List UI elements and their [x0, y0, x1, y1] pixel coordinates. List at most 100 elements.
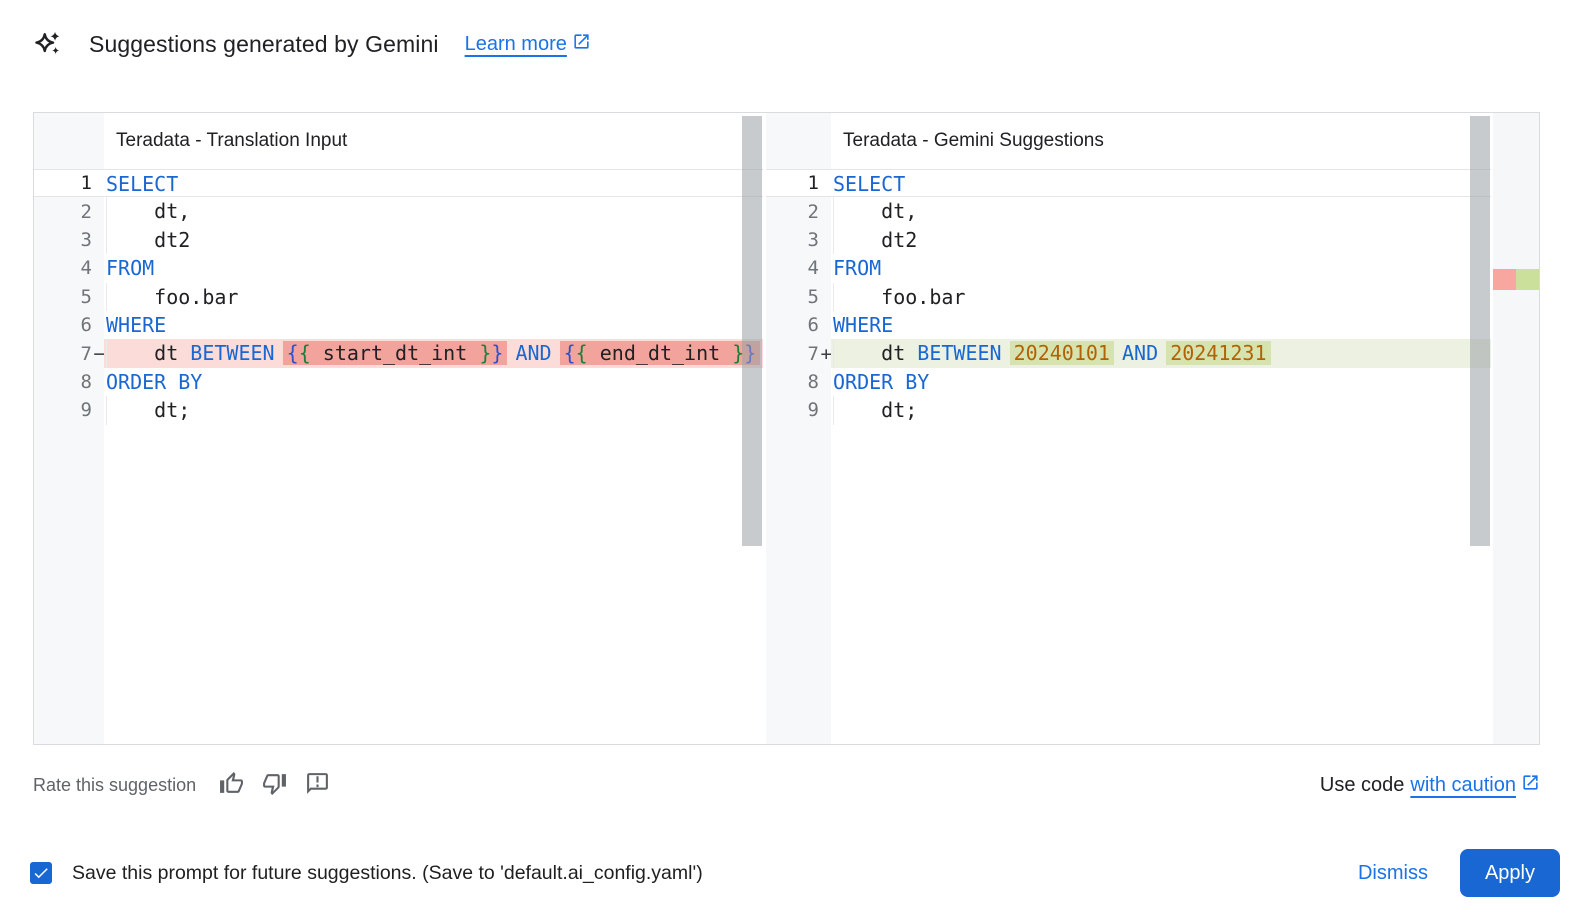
save-prompt-option[interactable]: Save this prompt for future suggestions.…: [30, 862, 703, 885]
learn-more-label: Learn more: [464, 32, 567, 55]
code-content: dt BETWEEN {{ start_dt_int }} AND {{ end…: [104, 339, 763, 368]
scrollbar-thumb[interactable]: [1470, 116, 1490, 546]
line-number: 5: [34, 282, 104, 311]
code-content: WHERE: [104, 310, 763, 340]
code-content: foo.bar: [104, 282, 763, 311]
code-content: FROM: [831, 254, 1491, 283]
code-content: dt2: [104, 225, 763, 255]
code-content: dt,: [831, 197, 1491, 226]
with-caution-link[interactable]: with caution: [1410, 773, 1540, 798]
gemini-spark-icon: [33, 27, 63, 61]
scrollbar[interactable]: [741, 113, 763, 744]
thumb-down-button[interactable]: [261, 772, 287, 798]
scrollbar[interactable]: [1469, 113, 1491, 744]
diff-overview-marker: [1493, 269, 1539, 290]
line-number: 2: [766, 197, 831, 226]
code-line[interactable]: 3 dt2: [34, 225, 763, 255]
code-token: start_dt_int: [310, 341, 480, 366]
header: Suggestions generated by Gemini Learn mo…: [33, 26, 591, 62]
code-content: ORDER BY: [831, 367, 1491, 397]
code-line[interactable]: 3 dt2: [766, 225, 1491, 255]
code-token: }: [732, 341, 745, 366]
gutter-header: [34, 113, 104, 169]
code-token: SELECT: [106, 172, 179, 196]
code-token: [1110, 341, 1122, 365]
apply-button[interactable]: Apply: [1459, 849, 1560, 897]
code-token: dt: [833, 341, 918, 366]
diff-added-marker: +: [820, 342, 832, 365]
code-content: dt;: [104, 396, 763, 425]
code-token: 20241231: [1170, 341, 1267, 366]
code-token: dt2: [833, 227, 918, 252]
code-line[interactable]: 9 dt;: [766, 396, 1491, 425]
code-line[interactable]: 2 dt,: [34, 197, 763, 226]
code-token: dt: [106, 341, 191, 366]
code-line[interactable]: 5 foo.bar: [766, 282, 1491, 311]
code-content: dt BETWEEN 20240101 AND 20241231: [831, 339, 1491, 368]
code-line[interactable]: 9 dt;: [34, 396, 763, 425]
diff-overview-ruler[interactable]: [1491, 113, 1539, 744]
code-token: WHERE: [833, 312, 894, 337]
line-number: 7−: [34, 339, 105, 368]
save-prompt-label: Save this prompt for future suggestions.…: [72, 861, 703, 884]
dismiss-button[interactable]: Dismiss: [1340, 852, 1446, 895]
with-caution-label: with caution: [1410, 773, 1516, 796]
gutter-filler: [766, 424, 831, 744]
code-line[interactable]: 5 foo.bar: [34, 282, 763, 311]
panel-title-row: Teradata - Gemini Suggestions: [766, 113, 1491, 169]
diff-changed-token: {{ start_dt_int }}: [282, 341, 508, 366]
footer: Save this prompt for future suggestions.…: [30, 849, 1560, 897]
code-content: dt2: [831, 225, 1491, 255]
overview-added-block: [1516, 269, 1539, 290]
code-token: foo.bar: [833, 284, 966, 309]
thumb-up-button[interactable]: [218, 772, 244, 798]
code-line[interactable]: 7− dt BETWEEN {{ start_dt_int }} AND {{ …: [34, 339, 763, 368]
code-token: {: [298, 341, 311, 366]
line-number: 2: [34, 197, 104, 226]
learn-more-link[interactable]: Learn more: [465, 32, 591, 57]
use-code-notice: Use code with caution: [1320, 773, 1540, 798]
code-token: FROM: [833, 256, 882, 281]
rate-row: Rate this suggestion: [33, 766, 1540, 804]
line-number: 8: [34, 367, 104, 397]
line-number: 5: [766, 282, 831, 311]
code-content: dt;: [831, 396, 1491, 425]
gutter-filler: [34, 424, 104, 744]
code-token: ORDER BY: [106, 369, 203, 394]
line-number: 9: [766, 396, 831, 425]
feedback-button[interactable]: [304, 772, 330, 798]
line-number: 8: [766, 367, 831, 397]
diff-changed-token: {{ end_dt_int }}: [559, 341, 761, 366]
diff-changed-token: 20241231: [1166, 341, 1271, 366]
scrollbar-thumb[interactable]: [742, 116, 762, 546]
code-line[interactable]: 2 dt,: [766, 197, 1491, 226]
code-content: SELECT: [104, 170, 763, 197]
code-token: AND: [1122, 341, 1159, 366]
code-token: }: [491, 341, 504, 366]
code-line[interactable]: 7+ dt BETWEEN 20240101 AND 20241231: [766, 339, 1491, 368]
code-content: WHERE: [831, 310, 1491, 340]
code-content: SELECT: [831, 170, 1491, 197]
panel-divider: [763, 113, 766, 744]
panel-title: Teradata - Gemini Suggestions: [831, 113, 1491, 169]
code-token: FROM: [106, 256, 155, 281]
editor-empty-area[interactable]: [34, 424, 763, 744]
save-prompt-checkbox[interactable]: [30, 862, 52, 884]
code-content: ORDER BY: [104, 367, 763, 397]
overview-removed-block: [1493, 269, 1516, 290]
diff-removed-marker: −: [93, 342, 105, 365]
use-code-prefix: Use code: [1319, 773, 1405, 796]
code-token: 20240101: [1013, 341, 1110, 366]
editor-empty-area[interactable]: [766, 424, 1491, 744]
code-token: ORDER BY: [833, 369, 930, 394]
